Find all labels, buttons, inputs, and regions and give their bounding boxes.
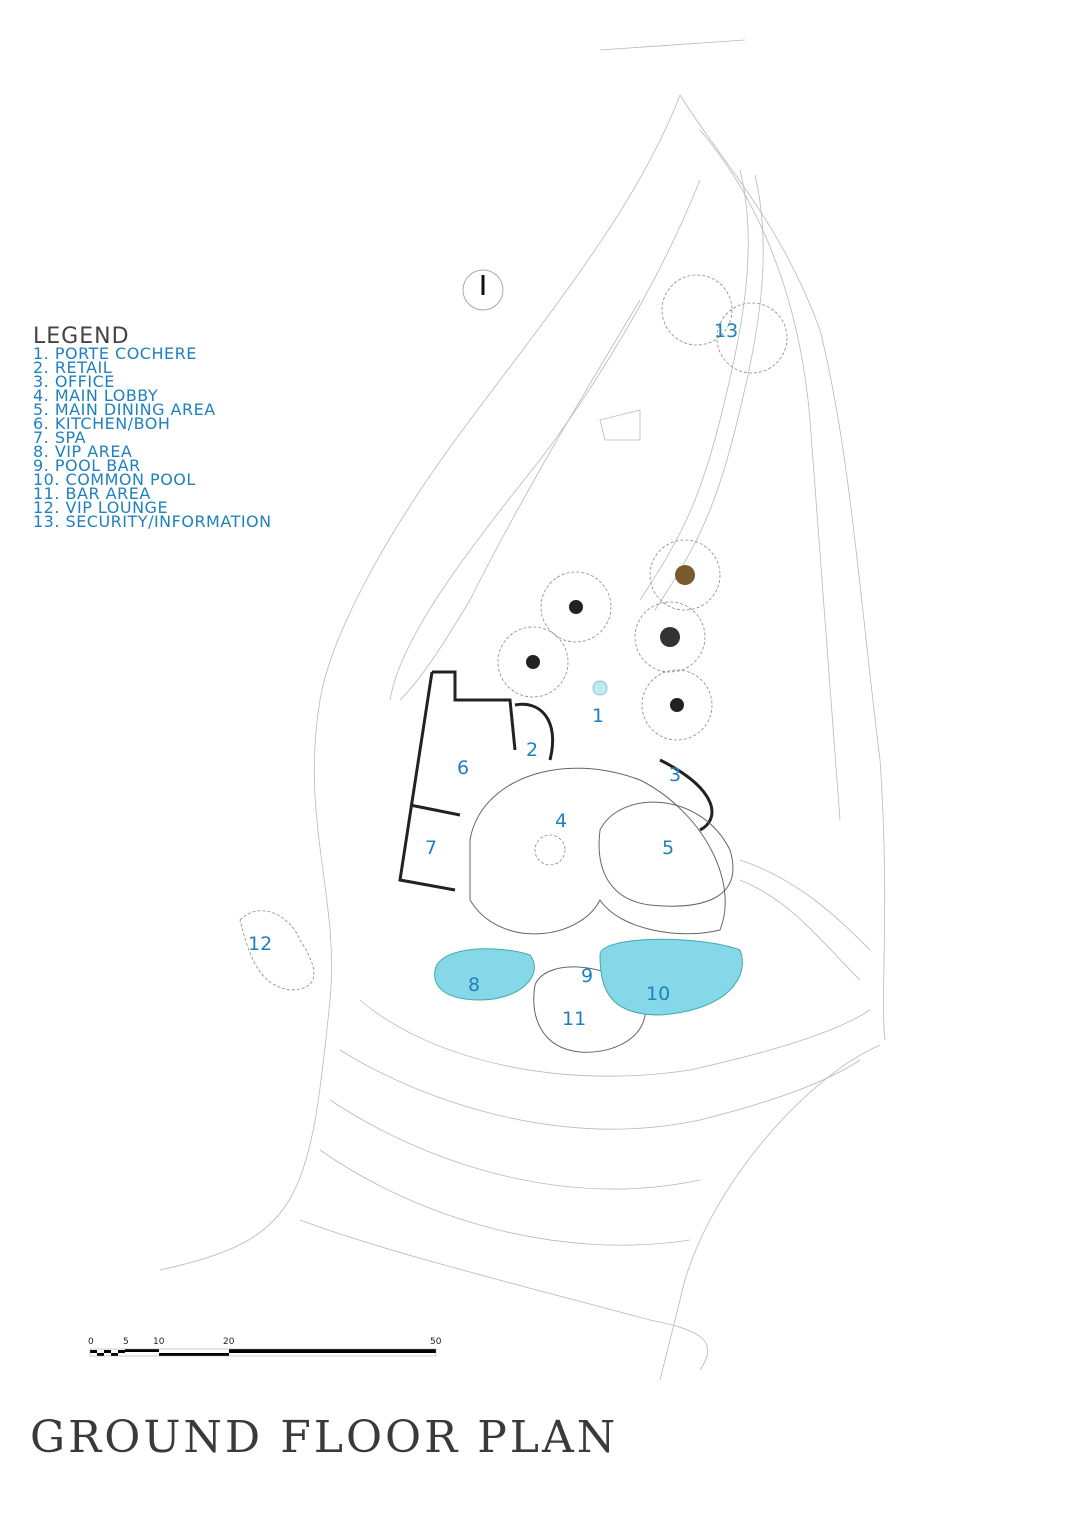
legend-item: 5. MAIN DINING AREA bbox=[33, 400, 216, 419]
area-label-3: 3 bbox=[669, 764, 681, 786]
legend-item: 3. OFFICE bbox=[33, 372, 115, 391]
scale-tick-20: 20 bbox=[223, 1337, 235, 1347]
area-label-2: 2 bbox=[526, 739, 538, 761]
legend-item: 13. SECURITY/INFORMATION bbox=[33, 512, 272, 531]
area-label-4: 4 bbox=[555, 810, 567, 832]
legend-item: 9. POOL BAR bbox=[33, 456, 141, 475]
area-label-12: 12 bbox=[248, 933, 272, 955]
common-pool bbox=[599, 938, 743, 1016]
contour-lines bbox=[159, 39, 886, 1381]
area-label-7: 7 bbox=[425, 837, 437, 859]
legend-item: 6. KITCHEN/BOH bbox=[33, 414, 171, 433]
legend-item: 10. COMMON POOL bbox=[33, 470, 196, 489]
scale-tick-0: 0 bbox=[88, 1337, 94, 1347]
legend-item: 7. SPA bbox=[33, 428, 87, 447]
legend-item: 11. BAR AREA bbox=[33, 484, 151, 503]
pavilions bbox=[497, 274, 788, 741]
area-label-8: 8 bbox=[468, 974, 480, 996]
vip-pool bbox=[434, 948, 535, 1001]
legend-item: 12. VIP LOUNGE bbox=[33, 498, 169, 517]
scale-bar: 0 5 10 20 50 bbox=[88, 1337, 442, 1357]
legend-item: 8. VIP AREA bbox=[33, 442, 133, 461]
scale-tick-10: 10 bbox=[153, 1337, 165, 1347]
legend-title: LEGEND bbox=[33, 324, 130, 349]
legend: LEGEND 1. PORTE COCHERE 2. RETAIL 3. OFF… bbox=[33, 324, 272, 531]
area-label-9: 9 bbox=[581, 965, 593, 987]
main-building bbox=[398, 670, 734, 1053]
area-label-5: 5 bbox=[662, 837, 674, 859]
legend-item: 1. PORTE COCHERE bbox=[33, 344, 197, 363]
vip-lounge-outline bbox=[239, 910, 315, 991]
area-labels: 1 2 3 4 5 6 7 8 9 10 11 12 13 bbox=[248, 320, 738, 1030]
area-label-10: 10 bbox=[646, 983, 670, 1005]
scale-tick-50: 50 bbox=[430, 1337, 442, 1347]
legend-item: 4. MAIN LOBBY bbox=[33, 386, 159, 405]
scale-tick-5: 5 bbox=[123, 1337, 129, 1347]
north-arrow bbox=[462, 269, 504, 311]
area-label-11: 11 bbox=[562, 1008, 586, 1030]
drawing-title: GROUND FLOOR PLAN bbox=[30, 1412, 619, 1463]
area-label-13: 13 bbox=[714, 320, 738, 342]
area-label-6: 6 bbox=[457, 757, 469, 779]
pools bbox=[434, 938, 743, 1016]
legend-item: 2. RETAIL bbox=[33, 358, 113, 377]
area-label-1: 1 bbox=[592, 705, 604, 727]
